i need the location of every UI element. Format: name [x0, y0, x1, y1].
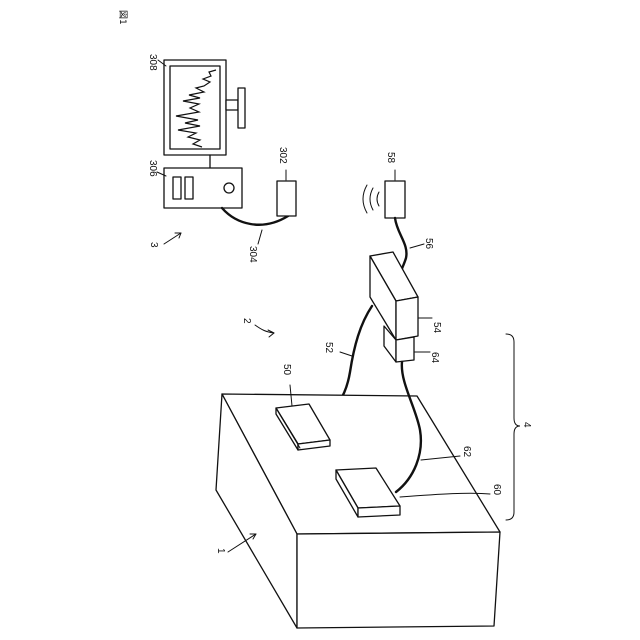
label-3: 3: [148, 242, 159, 248]
label-302: 302: [277, 147, 288, 164]
box-front-face: [297, 532, 500, 628]
monitor: [164, 60, 245, 155]
arrow-3: [164, 233, 181, 244]
label-1: 1: [215, 548, 226, 554]
label-50: 50: [281, 364, 292, 376]
label-64: 64: [429, 352, 440, 364]
label-56: 56: [423, 238, 434, 250]
tower-pc: [164, 168, 242, 208]
leader-56: [410, 244, 424, 248]
leader-52: [340, 352, 352, 356]
label-4: 4: [521, 422, 532, 428]
label-54: 54: [431, 322, 442, 334]
hub-54: [370, 252, 418, 340]
label-306: 306: [147, 160, 158, 177]
label-62: 62: [461, 446, 472, 458]
antenna: [385, 181, 405, 218]
label-308: 308: [147, 54, 158, 71]
label-2: 2: [241, 318, 252, 324]
label-304: 304: [247, 246, 258, 263]
label-60: 60: [491, 484, 502, 496]
figure-title: 図1: [117, 10, 128, 25]
leader-304: [258, 230, 262, 244]
signal-waves-icon: [363, 185, 379, 213]
label-58: 58: [385, 152, 396, 164]
brace-4: [506, 334, 520, 520]
label-52: 52: [323, 342, 334, 354]
receiver: [277, 181, 296, 216]
